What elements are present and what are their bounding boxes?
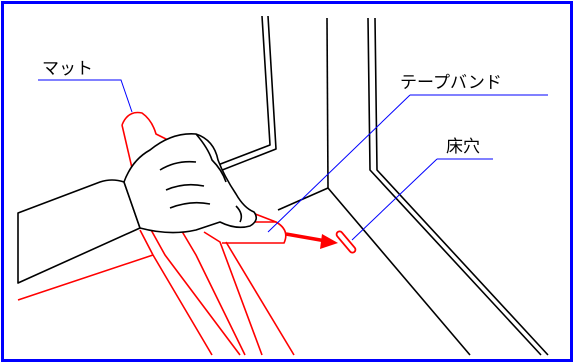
label-floor-hole: 床穴 bbox=[446, 137, 480, 157]
arrow bbox=[285, 232, 338, 249]
label-tape-band: テープバンド bbox=[400, 73, 502, 93]
label-mat: マット bbox=[42, 59, 93, 79]
hand bbox=[17, 133, 258, 284]
cabinet-outline bbox=[209, 15, 549, 356]
floor-hole bbox=[335, 230, 357, 254]
mat-outline bbox=[17, 111, 295, 356]
leader-lines bbox=[38, 79, 548, 241]
